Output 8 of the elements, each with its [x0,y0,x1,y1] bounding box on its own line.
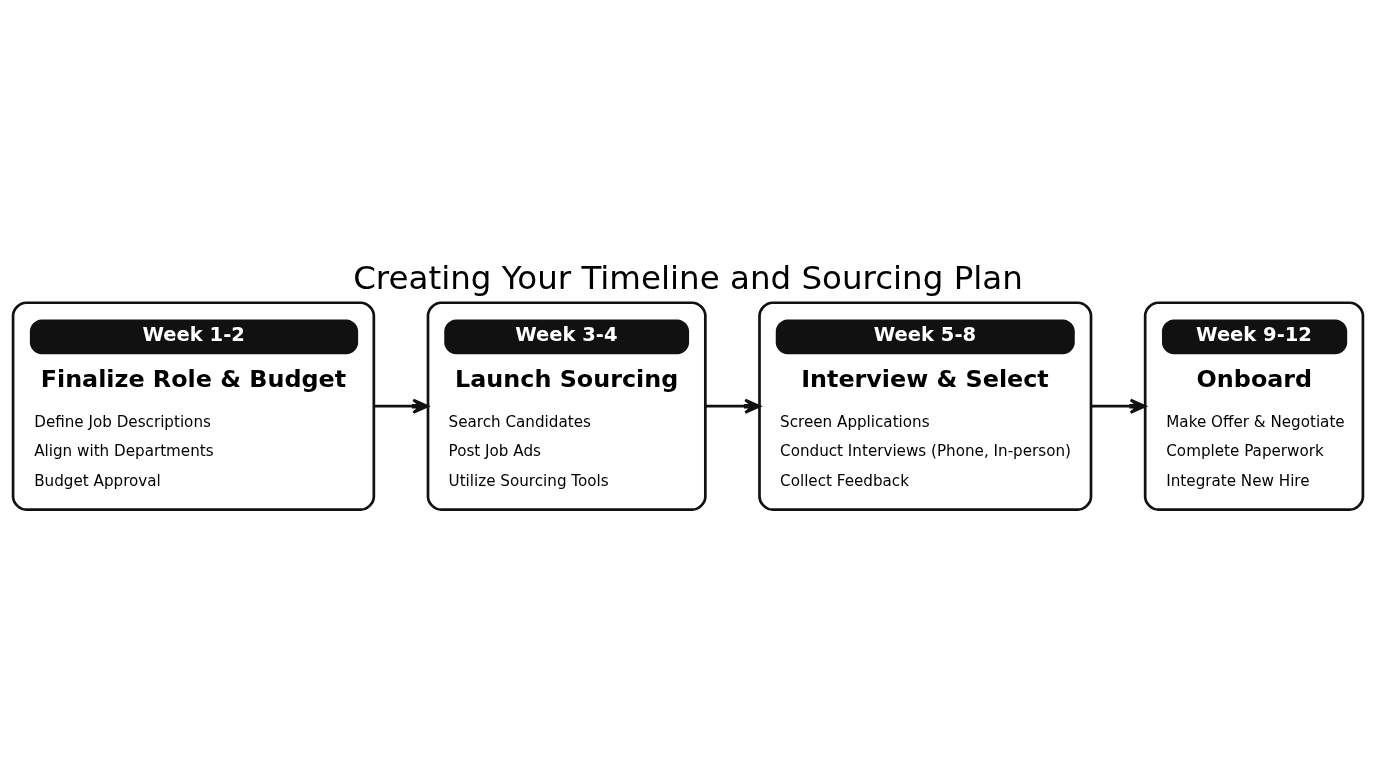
arrow [374,398,429,414]
arrow [705,398,761,414]
diagram-title: Creating Your Timeline and Sourcing Plan [353,258,1023,297]
node-box: Week 9-12 Onboard Make Offer & Negotiate Complete Paperwork Integrate New Hire [1143,301,1365,512]
node-box: Week 1-2 Finalize Role & Budget Define Job Descriptions Align with Departments Budget Approval [11,301,376,512]
node-box: Week 5-8 Interview & Select Screen Applications Conduct Interviews (Phone, In-person) Collect Feedback [758,301,1093,512]
arrow [1091,398,1147,414]
node-box: Week 3-4 Launch Sourcing Search Candidates Post Job Ads Utilize Sourcing Tools [426,301,707,512]
